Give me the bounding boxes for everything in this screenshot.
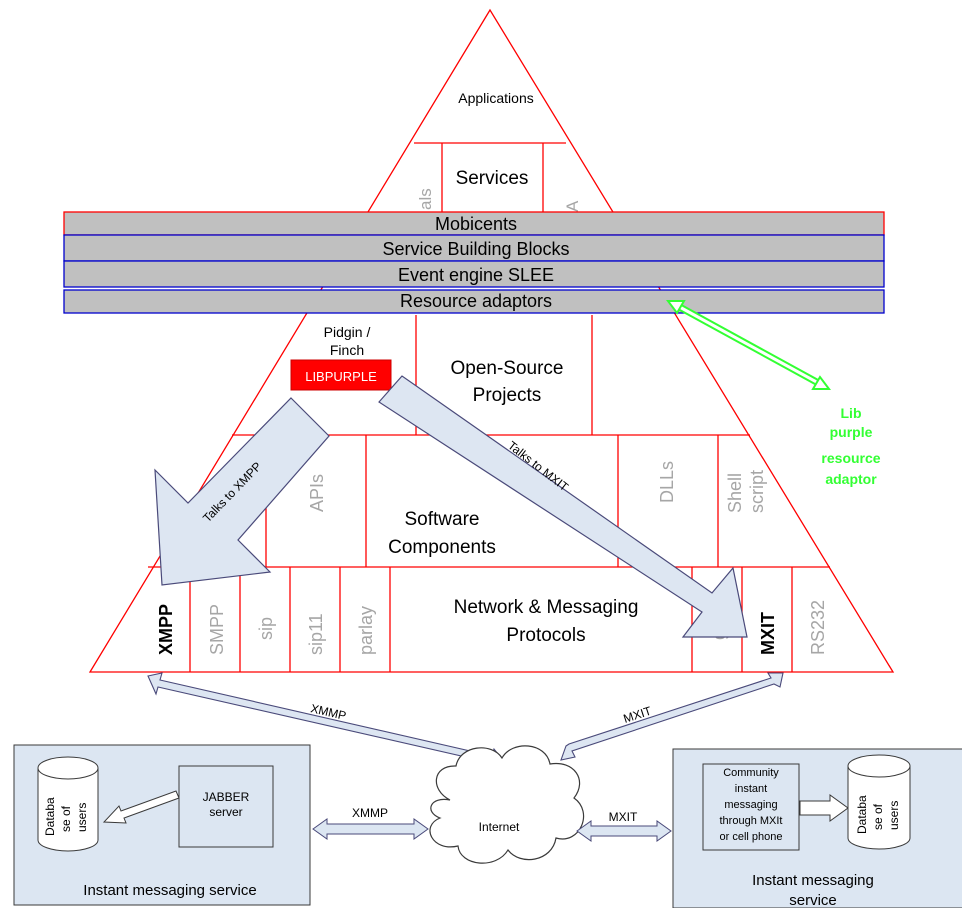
right-service-title-2: service	[789, 892, 837, 908]
xmmp-internet-arrow	[312, 818, 429, 840]
jabber-label-2: server	[209, 805, 242, 819]
apis-label: APIs	[307, 474, 327, 512]
left-db-label-3: users	[75, 803, 89, 832]
left-db-label-2: se of	[59, 805, 73, 832]
lib-purple-adaptor-arrow	[666, 300, 831, 390]
applications-label: Applications	[458, 90, 534, 106]
event-engine-label: Event engine SLEE	[398, 265, 554, 285]
libpurple-label: LIBPURPLE	[305, 369, 377, 384]
libpurple-box	[290, 359, 392, 391]
adaptor-label-1: Lib	[841, 405, 862, 421]
shell-label-1: Shell	[725, 473, 745, 513]
pidgin-label-1: Pidgin /	[324, 324, 371, 340]
open-source-label-2: Projects	[473, 385, 542, 406]
network-messaging-label-2: Protocols	[506, 625, 585, 646]
dlls-label: DLLs	[657, 461, 677, 503]
community-to-db-arrow	[799, 794, 849, 822]
services-label: Services	[456, 168, 529, 189]
community-label-3: messaging	[724, 799, 777, 811]
resource-adaptors-label: Resource adaptors	[400, 291, 552, 311]
mxit-internet-label: MXIT	[609, 810, 638, 824]
band-service-building-blocks	[63, 234, 885, 262]
adaptor-label-2: purple	[830, 424, 873, 440]
protocol-mxit: MXIT	[758, 612, 778, 655]
jabber-label-1: JABBER	[203, 790, 250, 804]
software-components-label-1: Software	[405, 509, 480, 530]
jabber-server-box	[178, 765, 274, 848]
network-messaging-label-1: Network & Messaging	[454, 597, 639, 618]
adaptor-label-4: adaptor	[825, 471, 877, 487]
right-service-title-1: Instant messaging	[752, 872, 874, 889]
mxit-internet-arrow	[576, 820, 672, 842]
community-label-4: through MXIt	[720, 815, 783, 827]
community-label-1: Community	[723, 767, 779, 779]
mxit-link-arrow	[560, 672, 784, 761]
community-label-5: or cell phone	[720, 831, 783, 843]
protocol-smpp: SMPP	[207, 604, 227, 655]
pidgin-label-2: Finch	[330, 342, 364, 358]
adaptor-label-3: resource	[821, 450, 880, 466]
protocol-rs232: RS232	[808, 600, 828, 655]
protocol-sip11: sip11	[306, 613, 326, 655]
talks-to-mxit-arrow	[378, 375, 748, 638]
right-db-label-3: users	[887, 801, 901, 830]
xmmp-internet-label: XMMP	[352, 806, 388, 820]
left-database-icon	[37, 756, 99, 852]
community-box	[702, 763, 800, 851]
talks-to-xmpp-arrow	[154, 397, 330, 586]
protocol-xmpp: XMPP	[156, 604, 176, 655]
right-db-label-2: se of	[871, 803, 885, 830]
jabber-to-db-arrow	[102, 790, 180, 824]
left-service-title: Instant messaging service	[83, 882, 256, 899]
mobicents-label: Mobicents	[435, 214, 517, 234]
community-label-2: instant	[735, 783, 767, 795]
left-db-label-1: Databa	[43, 797, 57, 836]
internet-cloud-icon	[429, 745, 585, 864]
services-left-partial: als	[416, 188, 435, 210]
shell-label-2: script	[747, 470, 767, 513]
internet-label: Internet	[479, 820, 520, 834]
service-building-blocks-label: Service Building Blocks	[382, 239, 569, 259]
pyramid	[88, 8, 895, 673]
right-db-label-1: Databa	[855, 795, 869, 834]
band-event-engine	[63, 260, 885, 288]
protocol-parlay: parlay	[356, 606, 376, 655]
middleware-bands	[63, 211, 885, 314]
protocol-sip: sip	[256, 617, 276, 640]
services-right-partial: A	[563, 200, 582, 212]
open-source-label-1: Open-Source	[450, 358, 563, 379]
software-components-label-2: Components	[388, 537, 496, 558]
right-database-icon	[847, 754, 911, 850]
